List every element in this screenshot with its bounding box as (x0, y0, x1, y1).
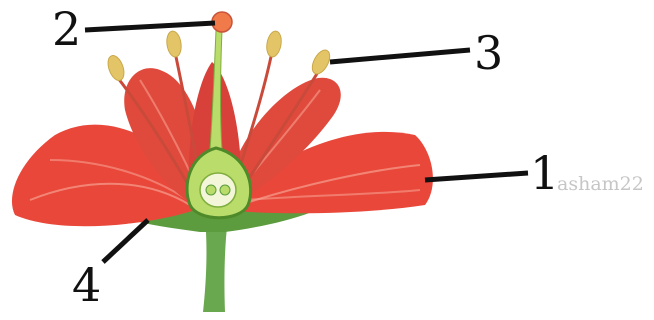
anther (265, 30, 283, 58)
anther (309, 47, 334, 77)
watermark: asham22 (557, 173, 644, 195)
ovule (206, 185, 216, 195)
label-1: 1 (530, 150, 559, 196)
ovule (220, 185, 230, 195)
label-3: 3 (474, 30, 503, 76)
leader-line-3 (330, 50, 470, 62)
leader-line-1 (425, 173, 528, 180)
stalk (203, 218, 228, 312)
anther (105, 53, 127, 82)
ovary-chamber (200, 173, 236, 207)
leader-line-2 (85, 23, 215, 30)
label-4: 4 (72, 262, 101, 308)
leader-line-4 (103, 220, 148, 262)
anther (165, 30, 182, 58)
label-2: 2 (52, 6, 81, 52)
stigma (212, 12, 232, 32)
